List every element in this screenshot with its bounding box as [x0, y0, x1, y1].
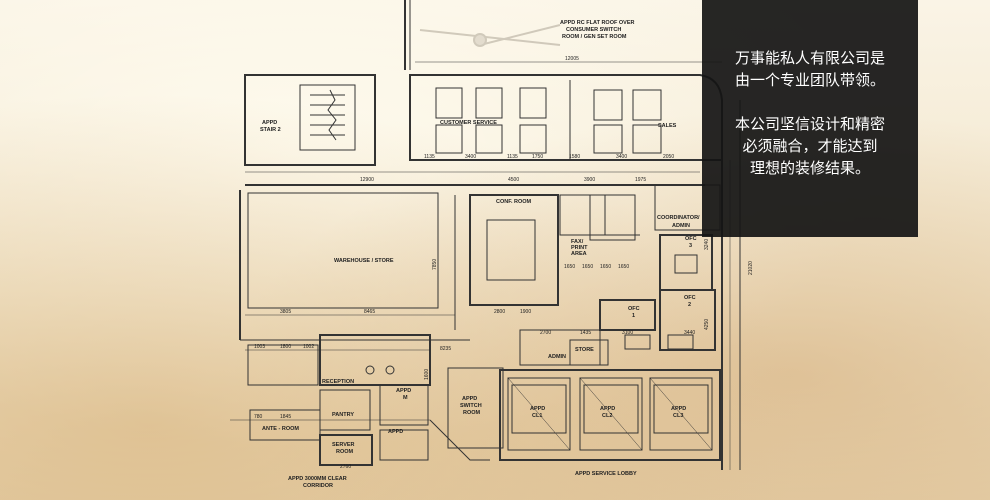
- dim-12900: 12900: [360, 177, 374, 183]
- coordinator-label-line2: ADMIN: [672, 223, 690, 229]
- dim-8465: 8465: [364, 309, 375, 315]
- roof-label-line3: ROOM / GEN SET ROOM: [562, 34, 627, 40]
- service-lobby-label: APPD SERVICE LOBBY: [575, 471, 637, 477]
- corridor-label-line1: APPD 3000MM CLEAR: [288, 476, 347, 482]
- store-label: STORE: [575, 347, 594, 353]
- dim-1580: 1580: [569, 154, 580, 160]
- dim-3400b: 3400: [616, 154, 627, 160]
- roof-label-line2: CONSUMER SWITCH: [566, 27, 621, 33]
- dim-3400a: 3400: [465, 154, 476, 160]
- coordinator-label-line1: COORDINATOR/: [657, 215, 700, 221]
- dim-2800: 2800: [494, 309, 505, 315]
- dim-3240: 3240: [704, 239, 710, 250]
- dim-12005: 12005: [565, 56, 579, 62]
- pantry-label: PANTRY: [332, 412, 354, 418]
- dim-1135a: 1135: [424, 154, 435, 160]
- corridor-label-line2: CORRIDOR: [303, 483, 333, 489]
- lift-cl1-line2: CL1: [532, 413, 542, 419]
- dim-1650c: 1650: [600, 264, 611, 270]
- intro-line-2: 由一个专业团队带领。: [734, 71, 885, 89]
- ante-room-label: ANTE - ROOM: [262, 426, 299, 432]
- belief-line-3: 理想的装修结果。: [749, 159, 870, 177]
- dim-1800: 1800: [280, 344, 291, 350]
- dim-1002: 1002: [303, 344, 314, 350]
- dim-1900: 1900: [520, 309, 531, 315]
- dim-2700: 2700: [540, 330, 551, 336]
- server-room-line1: SERVER: [332, 442, 355, 448]
- lift-cl1-line1: APPD: [530, 406, 545, 412]
- stair-label-line2: STAIR 2: [260, 127, 281, 133]
- server-room-line2: ROOM: [336, 449, 354, 455]
- dim-2050: 2050: [663, 154, 674, 160]
- dim-1750: 1750: [532, 154, 543, 160]
- lift-cl2-line1: APPD: [600, 406, 615, 412]
- appd-f-label: APPD: [388, 429, 403, 435]
- customer-service-label: CUSTOMER SERVICE: [440, 120, 497, 126]
- lift-cl3-line1: APPD: [671, 406, 686, 412]
- ofc3-label-line2: 3: [689, 243, 692, 249]
- company-info-panel: 万事能私人有限公司是 由一个专业团队带领。 本公司坚信设计和精密 必须融合，才能…: [702, 0, 918, 237]
- ofc1-label-line1: OFC: [628, 306, 640, 312]
- dim-1600: 1600: [424, 369, 430, 380]
- dim-1650b: 1650: [582, 264, 593, 270]
- dim-1435: 1435: [580, 330, 591, 336]
- ofc2-label-line1: OFC: [684, 295, 696, 301]
- ofc2-label-line2: 2: [688, 302, 691, 308]
- dim-780: 780: [254, 414, 263, 420]
- dim-2760: 2760: [340, 464, 351, 470]
- dim-1135b: 1135: [507, 154, 518, 160]
- reception-label: RECEPTION: [322, 379, 354, 385]
- fax-label-line2: PRINT: [571, 245, 588, 251]
- intro-paragraph: 万事能私人有限公司是 由一个专业团队带领。: [702, 47, 918, 91]
- dim-4500: 4500: [508, 177, 519, 183]
- dim-1003: 1003: [254, 344, 265, 350]
- dim-7850: 7850: [432, 259, 438, 270]
- belief-paragraph: 本公司坚信设计和精密 必须融合，才能达到 理想的装修结果。: [702, 113, 918, 179]
- appd-m-label-line1: APPD: [396, 388, 411, 394]
- lift-cl2-line2: CL2: [602, 413, 612, 419]
- ofc3-label-line1: OFC: [685, 236, 697, 242]
- dim-3805: 3805: [280, 309, 291, 315]
- appd-m-label-line2: M: [403, 395, 408, 401]
- conf-room-label: CONF. ROOM: [496, 199, 532, 205]
- dim-1650a: 1650: [564, 264, 575, 270]
- stair-label-line1: APPD: [262, 120, 277, 126]
- dim-3440: 3440: [684, 330, 695, 336]
- switch-room-line1: APPD: [462, 396, 477, 402]
- ceiling-fan-icon: [419, 24, 561, 47]
- ofc1-label-line2: 1: [632, 313, 635, 319]
- belief-line-1: 本公司坚信设计和精密: [734, 115, 885, 133]
- intro-line-1: 万事能私人有限公司是: [734, 49, 885, 67]
- warehouse-label: WAREHOUSE / STORE: [334, 258, 394, 264]
- dim-1975: 1975: [635, 177, 646, 183]
- roof-label-line1: APPD RC FLAT ROOF OVER: [560, 20, 634, 26]
- dim-3100: 3100: [622, 330, 633, 336]
- sales-label: SALES: [658, 123, 677, 129]
- fax-label-line3: AREA: [571, 251, 587, 257]
- lift-cl3-line2: CL3: [673, 413, 683, 419]
- dim-1650d: 1650: [618, 264, 629, 270]
- dim-8235: 8235: [440, 346, 451, 352]
- switch-room-line3: ROOM: [463, 410, 481, 416]
- fax-label-line1: FAX/: [571, 239, 584, 245]
- dim-1845: 1845: [280, 414, 291, 420]
- belief-line-2: 必须融合，才能达到: [742, 137, 878, 155]
- dim-4250: 4250: [704, 319, 710, 330]
- dim-21020: 21020: [748, 261, 754, 275]
- admin-label: ADMIN: [548, 354, 566, 360]
- switch-room-line2: SWITCH: [460, 403, 482, 409]
- dim-3900: 3900: [584, 177, 595, 183]
